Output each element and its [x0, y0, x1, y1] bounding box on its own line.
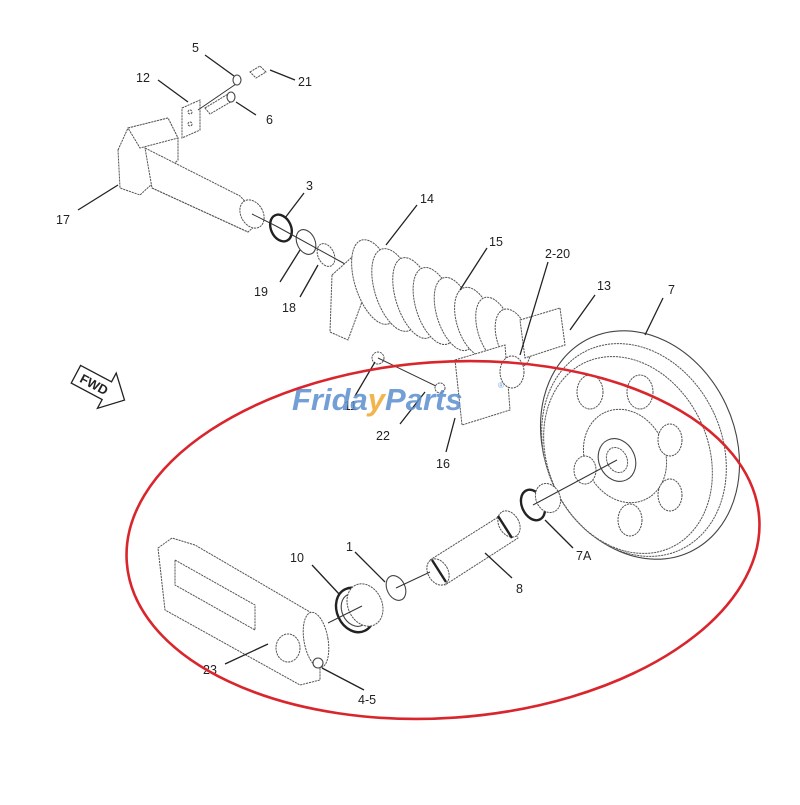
callout-labels: 5 21 12 6 17 3 14 15 19 18 2-20 13 7 11 …	[56, 41, 675, 707]
bracket-assembly-17	[117, 65, 277, 233]
callout-21: 21	[298, 75, 312, 89]
callout-19: 19	[254, 285, 268, 299]
callout-14: 14	[420, 192, 434, 206]
callout-18: 18	[282, 301, 296, 315]
highlight-ellipse	[125, 359, 761, 721]
callout-10: 10	[290, 551, 304, 565]
recoil-spring-14-15	[329, 239, 566, 426]
fwd-direction-arrow: FWD	[70, 364, 126, 410]
leader-lines	[77, 54, 664, 691]
callout-2-20: 2-20	[545, 247, 570, 261]
callout-1: 1	[346, 540, 353, 554]
callout-11: 11	[344, 399, 357, 413]
svg-text:FridayParts: FridayParts	[292, 382, 463, 417]
callout-8: 8	[516, 582, 523, 596]
callout-7A: 7A	[576, 549, 592, 563]
callout-5: 5	[192, 41, 199, 55]
ring-3	[268, 213, 294, 243]
callout-6: 6	[266, 113, 273, 127]
callout-4-5: 4-5	[358, 693, 376, 707]
shaft-8	[426, 510, 521, 586]
bearing-block-23	[157, 537, 330, 686]
callout-3: 3	[306, 179, 313, 193]
ring-18	[316, 243, 336, 267]
callout-22: 22	[376, 429, 390, 443]
callout-7: 7	[668, 283, 675, 297]
registered-mark: ®	[498, 381, 504, 390]
callout-15: 15	[489, 235, 503, 249]
callout-12: 12	[136, 71, 150, 85]
callout-16: 16	[436, 457, 450, 471]
callout-13: 13	[597, 279, 611, 293]
seal-10	[334, 583, 384, 634]
fridayparts-watermark: FridayParts ®	[292, 381, 504, 417]
callout-17: 17	[56, 213, 70, 227]
